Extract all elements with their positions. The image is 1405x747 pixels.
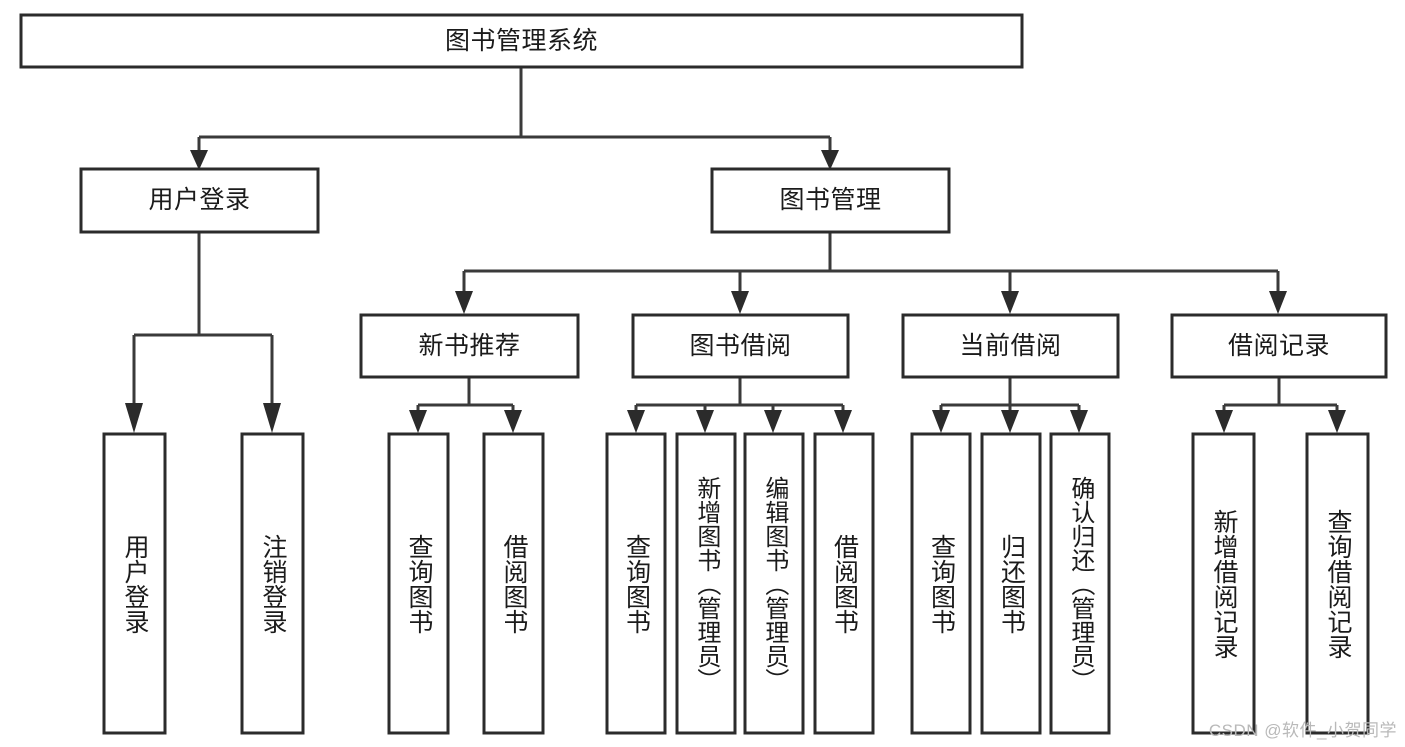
node-box-leaf-borrow-book-1[interactable] <box>482 432 545 735</box>
arrowhead-new-book <box>455 291 473 314</box>
node-box-leaf-query-borrow-record[interactable] <box>1305 432 1370 735</box>
node-box-leaf-edit-book-admin[interactable] <box>743 432 805 735</box>
connector-layer <box>125 67 1346 433</box>
arrowhead-leaf-borrow-book-1 <box>504 410 522 433</box>
arrowhead-leaf-return-book <box>1001 410 1019 433</box>
node-box-leaf-query-book-2[interactable] <box>605 432 667 735</box>
node-box-leaf-add-book-admin[interactable] <box>675 432 737 735</box>
arrowhead-leaf-query-record <box>1328 410 1346 433</box>
node-box-user-login[interactable] <box>79 167 320 234</box>
node-box-leaf-confirm-return-admin[interactable] <box>1049 432 1111 735</box>
node-box-book-borrow[interactable] <box>631 313 850 379</box>
arrowhead-book-borrow <box>731 291 749 314</box>
node-box-leaf-return-book[interactable] <box>980 432 1042 735</box>
node-box-leaf-user-login[interactable] <box>102 432 167 735</box>
arrowhead-current-borrow <box>1001 291 1019 314</box>
node-box-root[interactable] <box>19 13 1024 69</box>
node-box-leaf-borrow-book-2[interactable] <box>813 432 875 735</box>
arrowhead-leaf-user-login <box>125 403 143 433</box>
arrowhead-leaf-query-book-1 <box>409 410 427 433</box>
node-box-borrow-record[interactable] <box>1170 313 1388 379</box>
arrowhead-leaf-borrow-book-2 <box>834 410 852 433</box>
arrowhead-leaf-add-record <box>1215 410 1233 433</box>
node-box-leaf-logout-login[interactable] <box>240 432 305 735</box>
arrowhead-book-manage <box>821 150 839 170</box>
arrowhead-leaf-query-book-2 <box>627 410 645 433</box>
node-box-book-manage[interactable] <box>710 167 951 234</box>
arrowhead-user-login <box>190 150 208 170</box>
node-box-leaf-query-book-1[interactable] <box>387 432 450 735</box>
node-box-new-book-recommend[interactable] <box>359 313 580 379</box>
arrowhead-leaf-query-book-3 <box>932 410 950 433</box>
arrowhead-borrow-record <box>1269 291 1287 314</box>
node-box-leaf-add-borrow-record[interactable] <box>1191 432 1256 735</box>
arrowhead-leaf-edit-book <box>764 410 782 433</box>
arrowhead-leaf-confirm-return <box>1070 410 1088 433</box>
arrowhead-leaf-logout <box>263 403 281 433</box>
node-box-leaf-query-book-3[interactable] <box>910 432 972 735</box>
arrowhead-leaf-add-book <box>696 410 714 433</box>
node-layer <box>19 13 1388 735</box>
node-box-current-borrow[interactable] <box>901 313 1120 379</box>
